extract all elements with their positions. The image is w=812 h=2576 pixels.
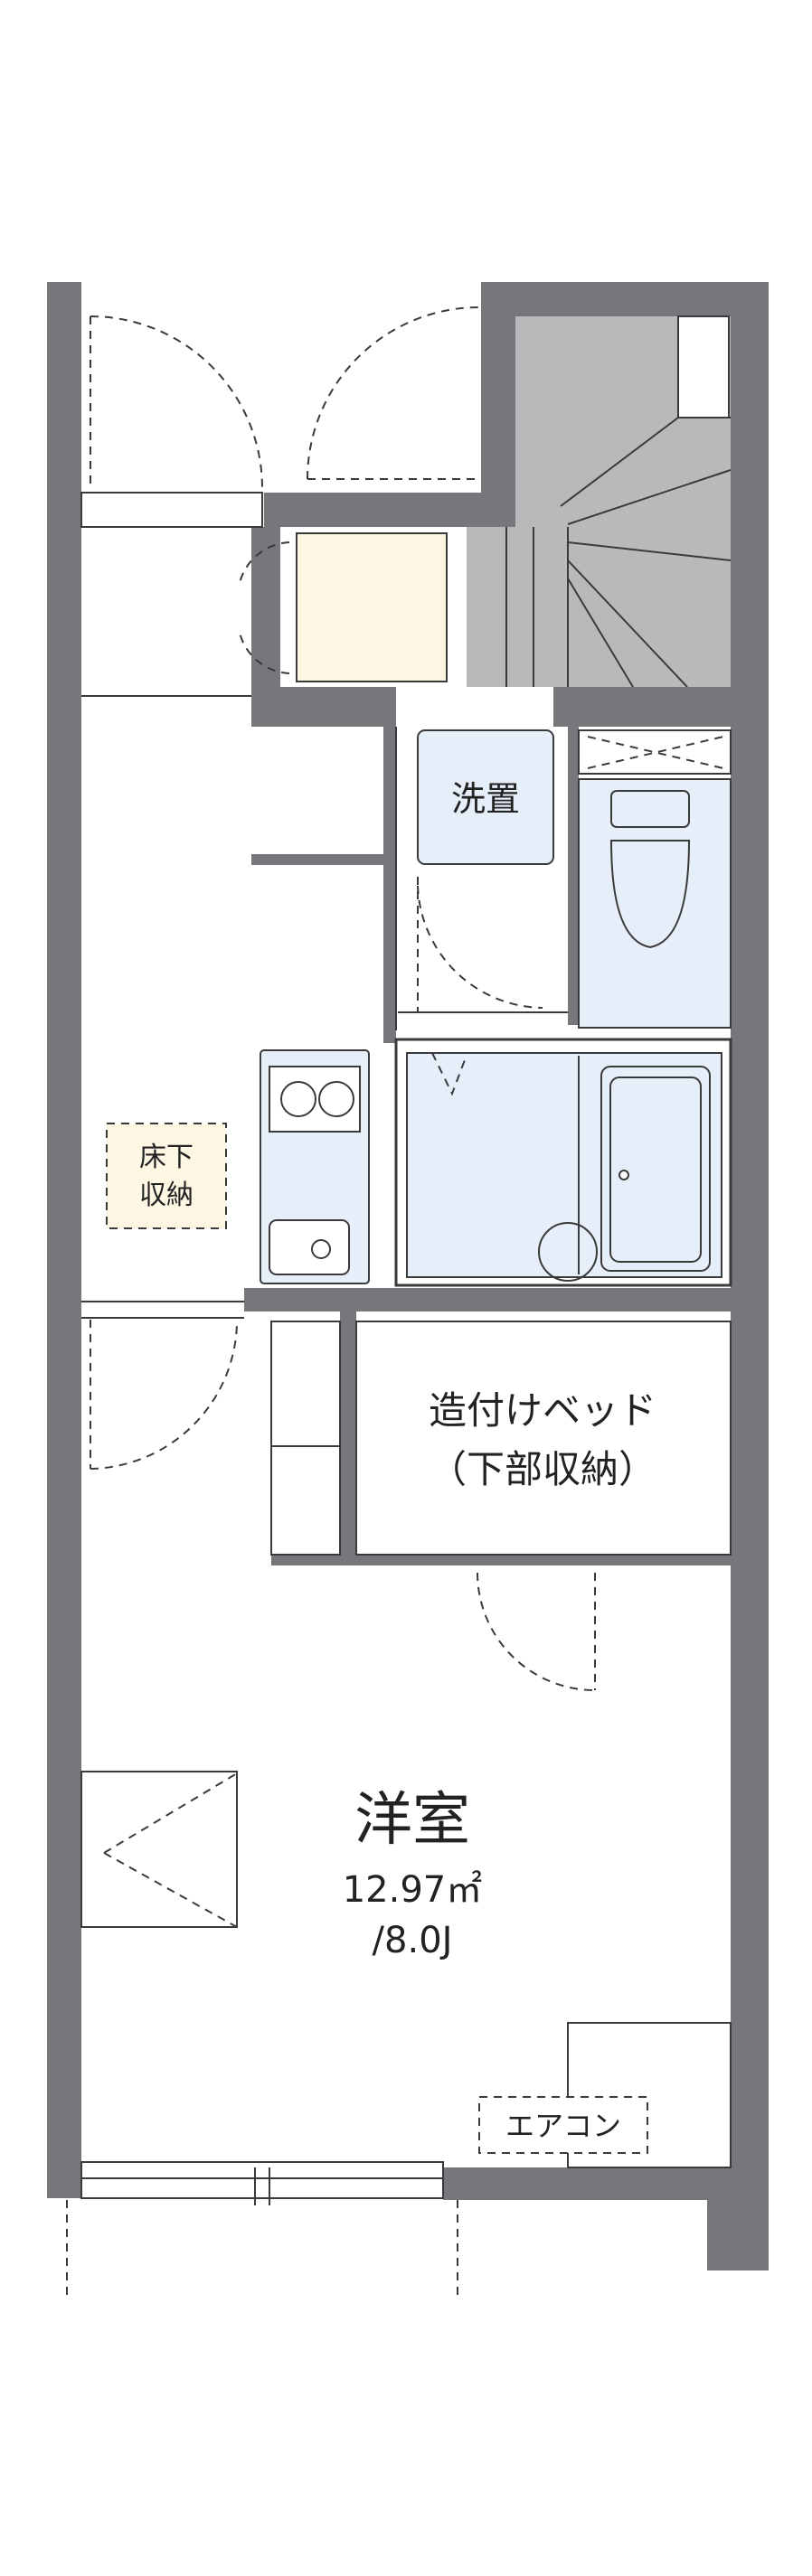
room-area-label: 12.97㎡: [343, 1869, 483, 1911]
bathroom: [394, 1038, 732, 1287]
built-in-bed-label-line2: （下部収納）: [429, 1447, 656, 1491]
western-room: 洋室 12.97㎡ /8.0J エアコン: [80, 1771, 732, 2168]
hall-area: 床下 収納: [81, 1123, 244, 1470]
room-name-label: 洋室: [354, 1787, 470, 1854]
balcony-window: [66, 2161, 458, 2296]
washer-space-label: 洗置: [451, 779, 520, 819]
interior-walls: [244, 493, 734, 1565]
built-in-bed-label-line1: 造付けベッド: [429, 1388, 656, 1433]
toilet: [578, 729, 732, 1029]
kitchen-counter: [260, 1049, 370, 1284]
built-in-bed-area: 造付けベッド （下部収納）: [270, 1321, 732, 1691]
underfloor-storage-label-line1: 床下: [139, 1142, 194, 1173]
upper-doors: [80, 306, 480, 528]
washer-area: 洗置: [395, 727, 568, 1030]
exterior-walls: [47, 282, 769, 2270]
room-tatami-label: /8.0J: [373, 1920, 453, 1961]
shoe-storage: [81, 532, 448, 697]
underfloor-storage-label-line2: 収納: [139, 1180, 194, 1211]
staircase: [467, 315, 732, 688]
air-conditioner-label: エアコン: [505, 2109, 621, 2143]
